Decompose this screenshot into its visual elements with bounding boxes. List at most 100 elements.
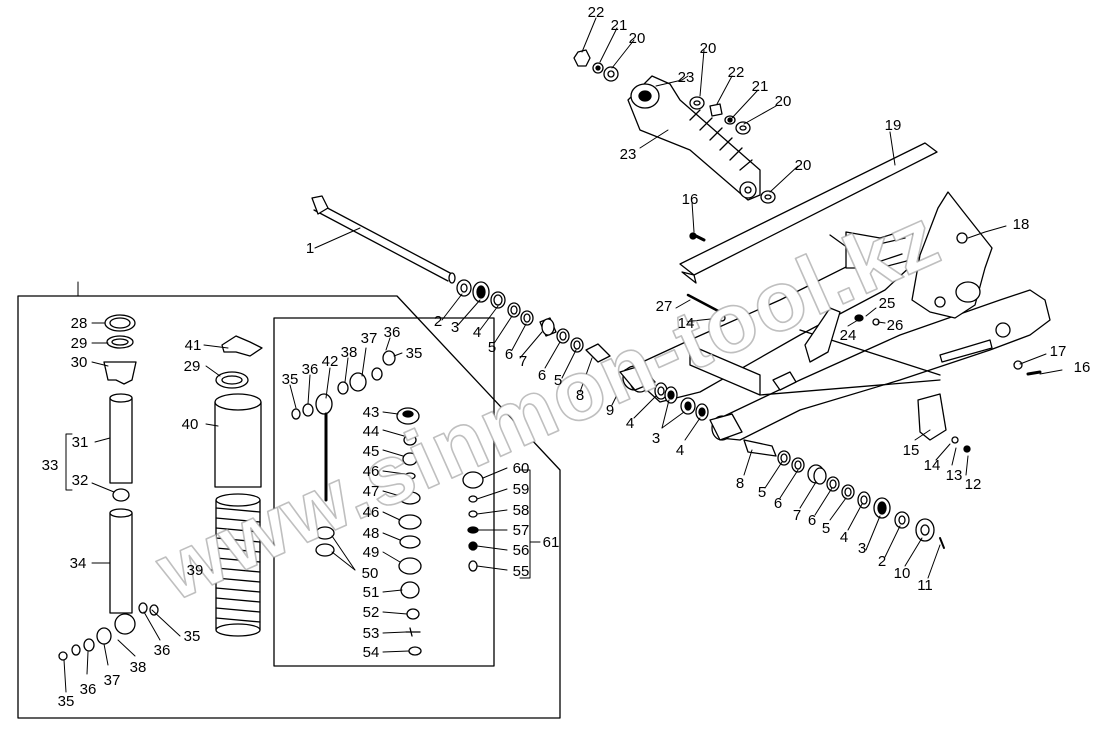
callout-13: 13 (946, 467, 963, 484)
callout-5: 5 (758, 484, 766, 501)
callout-6: 6 (808, 512, 816, 529)
callout-10: 10 (894, 565, 911, 582)
callout-20: 20 (775, 93, 792, 110)
callout-49: 49 (363, 544, 380, 561)
callout-29: 29 (184, 358, 201, 375)
parts-drawing (17, 49, 1051, 719)
callout-61: 61 (543, 534, 560, 551)
callout-25: 25 (879, 295, 896, 312)
callout-3: 3 (652, 430, 660, 447)
callout-59: 59 (513, 481, 530, 498)
callout-36: 36 (302, 361, 319, 378)
callout-40: 40 (182, 416, 199, 433)
callout-14: 14 (678, 315, 695, 332)
callout-50: 50 (362, 565, 379, 582)
callout-18: 18 (1013, 216, 1030, 233)
caliper-bracket (829, 191, 993, 319)
callout-8: 8 (576, 387, 584, 404)
callout-2: 2 (878, 553, 886, 570)
callout-52: 52 (363, 604, 380, 621)
watermark-text: www.sinmon-tool.kz (142, 189, 953, 619)
callout-23: 23 (678, 69, 695, 86)
callout-1: 1 (306, 240, 314, 257)
callout-21: 21 (752, 78, 769, 95)
callout-58: 58 (513, 502, 530, 519)
pivot-washer-set-lower (619, 365, 945, 549)
callout-55: 55 (513, 563, 530, 580)
callout-14: 14 (924, 457, 941, 474)
callout-33: 33 (42, 457, 59, 474)
callout-31: 31 (72, 434, 89, 451)
kit-23-boundary (17, 295, 561, 719)
kit-61-box (273, 317, 495, 667)
callout-28: 28 (71, 315, 88, 332)
callout-5: 5 (822, 520, 830, 537)
callout-21: 21 (611, 17, 628, 34)
callout-4: 4 (676, 442, 684, 459)
callout-3: 3 (451, 319, 459, 336)
pivot-washer-set-upper (456, 279, 611, 363)
rear-shock-absorber (627, 75, 761, 201)
callout-46: 46 (363, 504, 380, 521)
shock-mount-hardware (573, 49, 776, 204)
shock-internals (58, 314, 263, 661)
callout-20: 20 (795, 157, 812, 174)
callout-38: 38 (341, 344, 358, 361)
callout-9: 9 (606, 402, 614, 419)
callout-22: 22 (728, 64, 745, 81)
callout-53: 53 (363, 625, 380, 642)
callout-37: 37 (361, 330, 378, 347)
damper-valve-parts (291, 350, 484, 656)
callout-4: 4 (473, 324, 481, 341)
callout-12: 12 (965, 476, 982, 493)
callout-32: 32 (72, 472, 89, 489)
callout-41: 41 (185, 337, 202, 354)
callout-47: 47 (363, 483, 380, 500)
callout-4: 4 (840, 529, 848, 546)
callout-3: 3 (858, 540, 866, 557)
callout-20: 20 (700, 40, 717, 57)
callout-15: 15 (903, 442, 920, 459)
callout-4: 4 (626, 415, 634, 432)
callout-37: 37 (104, 672, 121, 689)
callout-6: 6 (774, 495, 782, 512)
callout-6: 6 (538, 367, 546, 384)
callout-24: 24 (840, 327, 857, 344)
callout-26: 26 (887, 317, 904, 334)
callout-29: 29 (71, 335, 88, 352)
callout-5: 5 (488, 339, 496, 356)
callout-48: 48 (363, 525, 380, 542)
callout-6: 6 (505, 346, 513, 363)
callout-34: 34 (70, 555, 87, 572)
callout-36: 36 (80, 681, 97, 698)
callout-57: 57 (513, 522, 530, 539)
chain-adjuster-block (804, 307, 841, 363)
callout-11: 11 (917, 577, 933, 594)
callout-35: 35 (282, 371, 299, 388)
axle-shaft (311, 195, 456, 284)
callout-43: 43 (363, 404, 380, 421)
callout-51: 51 (363, 584, 380, 601)
callout-7: 7 (793, 507, 801, 524)
callout-35: 35 (58, 693, 75, 710)
callout-35: 35 (406, 345, 423, 362)
callout-36: 36 (154, 642, 171, 659)
callout-36: 36 (384, 324, 401, 341)
callout-19: 19 (885, 117, 902, 134)
callout-22: 22 (588, 4, 605, 21)
leader-lines (63, 17, 1063, 693)
chain-guard (679, 142, 938, 284)
callout-60: 60 (513, 460, 530, 477)
callout-39: 39 (187, 562, 204, 579)
callout-35: 35 (184, 628, 201, 645)
callout-2: 2 (434, 313, 442, 330)
callout-44: 44 (363, 423, 380, 440)
callout-46: 46 (363, 463, 380, 480)
callout-8: 8 (736, 475, 744, 492)
callout-7: 7 (519, 353, 527, 370)
callout-27: 27 (656, 298, 673, 315)
callout-42: 42 (322, 353, 339, 370)
